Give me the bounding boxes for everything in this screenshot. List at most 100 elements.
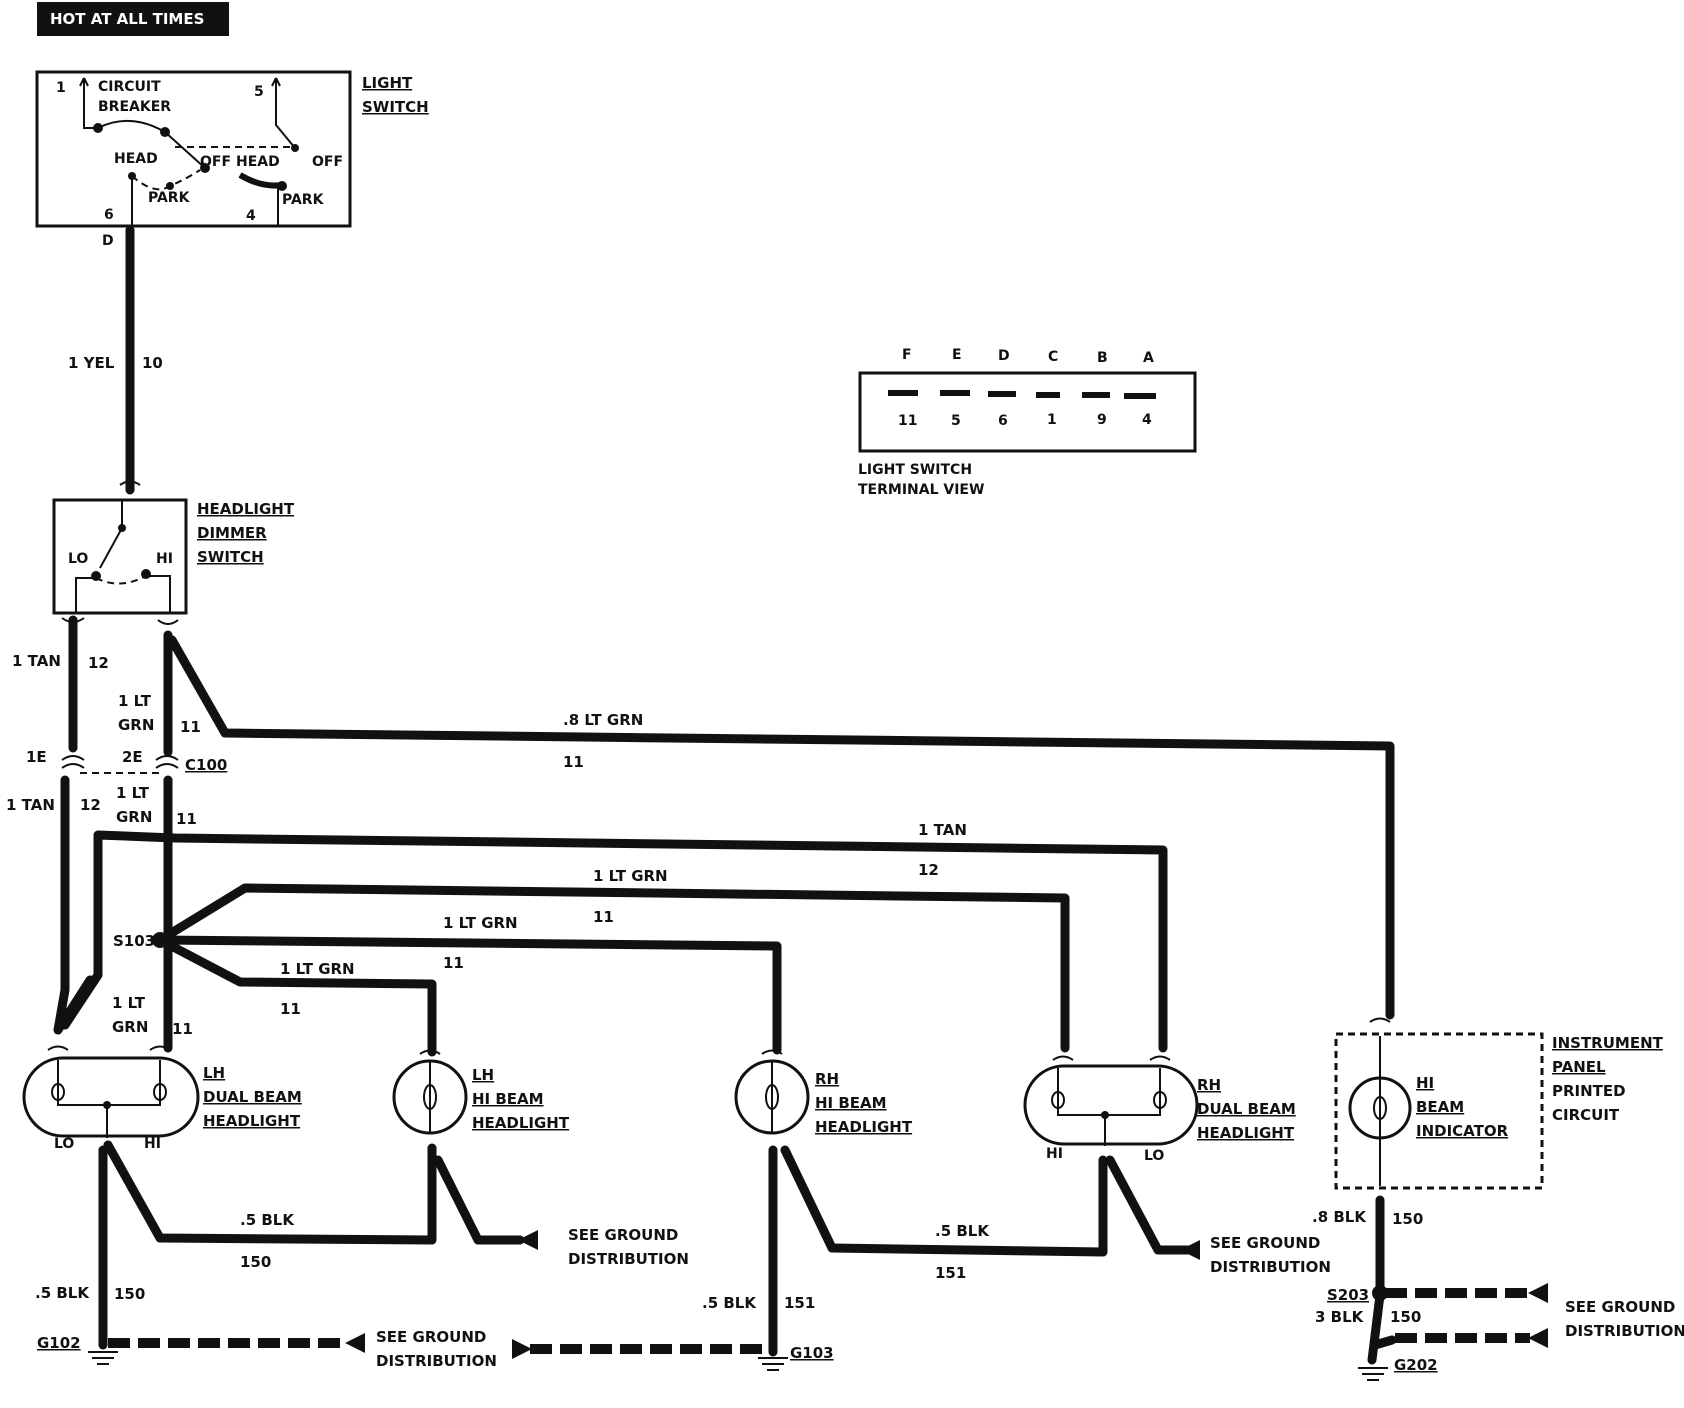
see-ground-c-1: SEE GROUND <box>1210 1234 1320 1252</box>
arrow-icon <box>1528 1283 1548 1303</box>
c2e-label: 2E <box>122 748 143 766</box>
s103-label: S103 <box>113 932 155 950</box>
dimmer-title-2: DIMMER <box>197 524 267 542</box>
wire-ltgrn-top-circuit: 11 <box>180 718 201 736</box>
c1e-label: 1E <box>26 748 47 766</box>
wire-1-tan-long-label: 1 TAN <box>918 821 967 839</box>
instrument-panel-printed-circuit: HI BEAM INDICATOR INSTRUMENT PANEL PRINT… <box>1334 1032 1664 1190</box>
wire-ltgrn-a-circuit: 11 <box>593 908 614 926</box>
wire-tan-top-circuit: 12 <box>88 654 109 672</box>
pin-4: 4 <box>246 208 256 224</box>
wire-ltgrn-mid-label-1: 1 LT <box>116 784 150 802</box>
wire-ltgrn-mid-label-2: GRN <box>116 808 152 826</box>
pin-d: D <box>102 233 114 249</box>
lh-hi-title-2: HI BEAM <box>472 1090 544 1108</box>
lh-dual-lo: LO <box>54 1136 74 1152</box>
wire-tan-mid-label: 1 TAN <box>6 796 55 814</box>
wire-8-ltgrn <box>167 635 1395 1020</box>
head-label-2: HEAD <box>236 154 280 170</box>
lh-dual-title-3: HEADLIGHT <box>203 1112 301 1130</box>
light-switch-title-1: LIGHT <box>362 74 413 92</box>
term-letter-e: E <box>952 347 962 363</box>
term-num-f: 11 <box>898 413 917 429</box>
wire-blk-r-label: .5 BLK <box>935 1222 990 1240</box>
wire-ltgrn-mid-circuit: 11 <box>176 810 197 828</box>
g102-label: G102 <box>37 1334 81 1352</box>
wire-tan-mid-circuit: 12 <box>80 796 101 814</box>
hot-at-all-times-banner: HOT AT ALL TIMES <box>37 2 229 36</box>
indicator-title-3: INDICATOR <box>1416 1122 1509 1140</box>
wire-blk-g102-label: .5 BLK <box>35 1284 90 1302</box>
rh-hi-title-2: HI BEAM <box>815 1094 887 1112</box>
dimmer-title-1: HEADLIGHT <box>197 500 295 518</box>
see-ground-a-2: DISTRIBUTION <box>568 1250 689 1268</box>
wire-blk-ip-circuit: 150 <box>1392 1210 1423 1228</box>
wire-blk-g102-circuit: 150 <box>114 1285 145 1303</box>
dimmer-hi: HI <box>156 551 173 567</box>
rh-dual-title-1: RH <box>1197 1076 1221 1094</box>
term-num-b: 9 <box>1097 412 1107 428</box>
term-num-a: 4 <box>1142 412 1152 428</box>
wire-ground-lh-hi <box>433 1155 525 1245</box>
rh-dual-title-2: DUAL BEAM <box>1197 1100 1296 1118</box>
see-ground-b-1: SEE GROUND <box>376 1328 486 1346</box>
wire-blk-r-circuit: 151 <box>935 1264 966 1282</box>
s203-splice <box>1372 1285 1388 1301</box>
wire-blk-g103-circuit: 151 <box>784 1294 815 1312</box>
arrow-icon <box>518 1230 538 1250</box>
rh-dual-hi: HI <box>1046 1146 1063 1162</box>
ip-title-2: PANEL <box>1552 1058 1606 1076</box>
term-num-e: 5 <box>951 413 961 429</box>
wire-1-yel-label: 1 YEL <box>68 354 115 372</box>
head-label-1: HEAD <box>114 151 158 167</box>
arrow-icon <box>1180 1240 1200 1260</box>
wire-blk-l-label: .5 BLK <box>240 1211 295 1229</box>
park-label-1: PARK <box>148 190 191 206</box>
wire-ltgrn-low-label-2: GRN <box>112 1018 148 1036</box>
headlight-dimmer-switch: HEADLIGHT DIMMER SWITCH LO HI <box>52 498 295 615</box>
rh-dual-title-3: HEADLIGHT <box>1197 1124 1295 1142</box>
light-switch: LIGHT SWITCH 1 5 6 4 D CIRCUIT BREAKER H… <box>35 70 429 249</box>
see-ground-d-1: SEE GROUND <box>1565 1298 1675 1316</box>
ip-title-3: PRINTED <box>1552 1082 1626 1100</box>
term-num-d: 6 <box>998 413 1008 429</box>
term-letter-d: D <box>998 348 1010 364</box>
term-letter-f: F <box>902 347 912 363</box>
breaker-label: BREAKER <box>98 99 171 115</box>
term-letter-c: C <box>1048 349 1058 365</box>
wire-1-tan-long-circuit: 12 <box>918 861 939 879</box>
ground-icon <box>88 1351 1388 1381</box>
wire-ground-rh-dual <box>1105 1155 1195 1255</box>
pin-5: 5 <box>254 84 264 100</box>
wire-tan-top-label: 1 TAN <box>12 652 61 670</box>
lh-dual-title-2: DUAL BEAM <box>203 1088 302 1106</box>
wire-ltgrn-top-label-2: GRN <box>118 716 154 734</box>
c100-label: C100 <box>185 756 227 774</box>
ip-title-4: CIRCUIT <box>1552 1106 1620 1124</box>
wire-1-tan-long <box>60 830 1168 1053</box>
c100-connector: 1E 2E C100 <box>26 748 227 774</box>
wire-ltgrn-b-label: 1 LT GRN <box>443 914 518 932</box>
wire-ltgrn-a-label: 1 LT GRN <box>593 867 668 885</box>
wire-ltgrn-top-label-1: 1 LT <box>118 692 152 710</box>
term-letter-a: A <box>1143 350 1154 366</box>
rh-hi-title-3: HEADLIGHT <box>815 1118 913 1136</box>
see-ground-c-2: DISTRIBUTION <box>1210 1258 1331 1276</box>
arrow-icon <box>512 1339 532 1359</box>
wire-ltgrn-low-circuit: 11 <box>172 1020 193 1038</box>
see-ground-b-2: DISTRIBUTION <box>376 1352 497 1370</box>
rh-dual-lo: LO <box>1144 1148 1164 1164</box>
lh-hi-beam-headlight: LH HI BEAM HEADLIGHT <box>392 1059 570 1135</box>
wire-ltgrn-c <box>155 935 437 1057</box>
wire-blk-g103-label: .5 BLK <box>702 1294 757 1312</box>
g202-label: G202 <box>1394 1356 1438 1374</box>
arrow-icon <box>345 1333 365 1353</box>
arrow-icon <box>1528 1328 1548 1348</box>
terminal-caption-2: TERMINAL VIEW <box>858 482 984 498</box>
light-switch-title-2: SWITCH <box>362 98 429 116</box>
hot-at-all-times-label: HOT AT ALL TIMES <box>50 10 204 28</box>
wire-3blk-label: 3 BLK <box>1315 1308 1365 1326</box>
wire-blk-150-l <box>103 1140 437 1245</box>
off-label-2: OFF <box>312 154 343 170</box>
